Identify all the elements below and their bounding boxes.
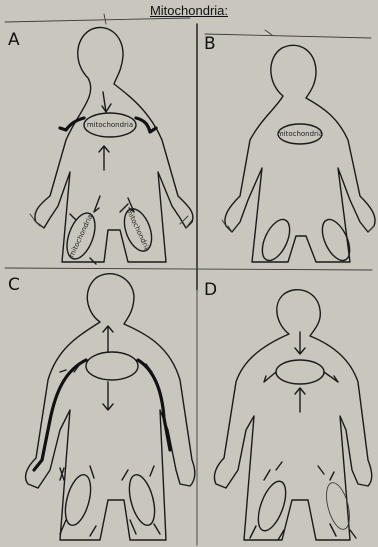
organ-mitochondria-d [276, 360, 324, 384]
organ-mitochondria-c [86, 352, 138, 380]
organ-label-b: mitochondria [277, 130, 323, 138]
figure-d [214, 290, 371, 540]
panel-dividers [5, 14, 372, 545]
figure-a: mitochondria mitochondria mitochondria [30, 28, 193, 264]
figure-c [26, 274, 195, 540]
leg-label-a-left: mitochondria [68, 213, 95, 258]
organ-label-a: mitochondria [87, 121, 133, 129]
leg-label-a-right: mitochondria [125, 207, 152, 252]
figure-b: mitochondria [222, 45, 375, 264]
